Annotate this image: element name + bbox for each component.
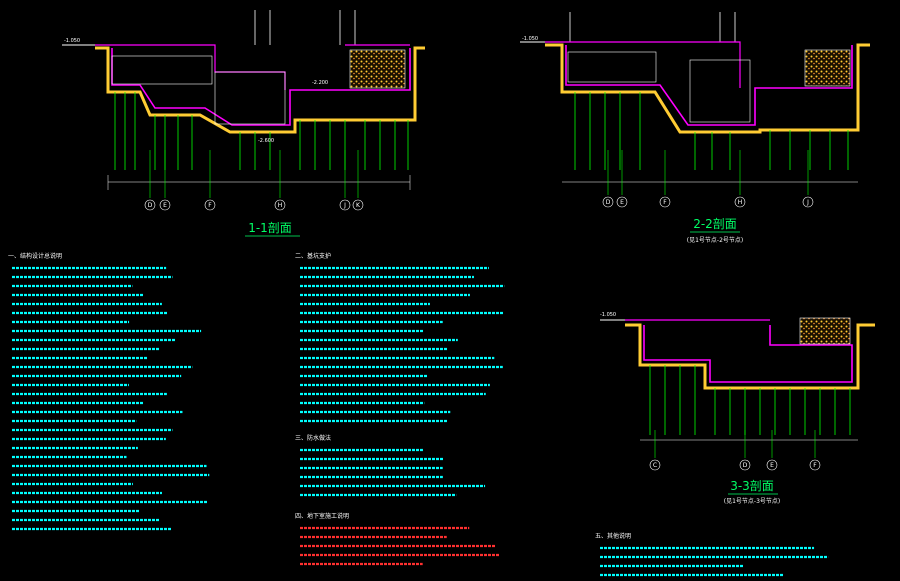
notes-mid2-header: 三、防水做法	[295, 434, 331, 442]
grid-label: D	[148, 202, 153, 209]
grid-label: F	[813, 462, 817, 469]
section-1-1	[62, 10, 425, 198]
notes-right-header: 五、其他说明	[595, 532, 631, 540]
grid-label: C	[653, 462, 657, 469]
grid-label: E	[620, 199, 624, 206]
notes-left: 一、结构设计总说明	[8, 252, 62, 260]
notes-mid3-header: 四、地下室施工说明	[295, 512, 349, 520]
grid-bubbles-3: C D E F	[649, 459, 821, 471]
notes-right: 五、其他说明	[595, 532, 631, 540]
grid-bubbles-1: D E F H J K	[144, 199, 364, 211]
grid-label: H	[738, 199, 743, 206]
grid-label: E	[770, 462, 774, 469]
section-3-3	[600, 317, 875, 458]
grid-bubbles-2: D E F H J	[602, 196, 814, 208]
elevation-label: -2.600	[258, 138, 274, 144]
grid-label: J	[343, 202, 346, 209]
section-subtitle-3: (见1号节点-3号节点)	[724, 497, 780, 505]
section-title-1: 1-1剖面	[248, 221, 292, 235]
grid-label: K	[356, 202, 361, 209]
section-title-3: 3-3剖面	[730, 479, 774, 493]
grid-label: E	[163, 202, 167, 209]
elevation-label: -2.200	[312, 80, 328, 86]
notes-mid: 二、基坑支护 三、防水做法 四、地下室施工说明	[295, 252, 349, 520]
elevation-label: -1.050	[600, 312, 616, 318]
grid-label: F	[663, 199, 667, 206]
elevation-label: -1.050	[64, 38, 80, 44]
section-subtitle-2: (见1号节点-2号节点)	[687, 236, 743, 244]
elevation-label: -1.050	[522, 36, 538, 42]
section-2-2	[520, 12, 870, 195]
notes-mid-header: 二、基坑支护	[295, 252, 331, 260]
grid-label: H	[278, 202, 283, 209]
grid-label: F	[208, 202, 212, 209]
note-text-lines	[12, 266, 829, 577]
grid-label: D	[743, 462, 748, 469]
grid-label: D	[606, 199, 611, 206]
grid-label: J	[806, 199, 809, 206]
section-title-2: 2-2剖面	[693, 217, 737, 231]
notes-left-header: 一、结构设计总说明	[8, 252, 62, 260]
